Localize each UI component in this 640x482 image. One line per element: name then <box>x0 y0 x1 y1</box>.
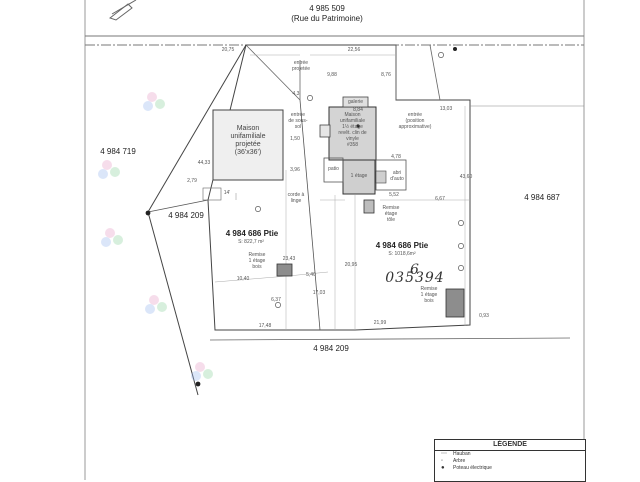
dim-label: 23,43 <box>282 256 296 262</box>
gallery-footprint <box>342 96 369 108</box>
dim-label: 17,03 <box>312 290 326 296</box>
dim-label: 17,48 <box>258 323 272 329</box>
legend-item: ◦Arbre <box>441 458 466 464</box>
shed-wood-right-footprint <box>445 288 465 318</box>
dim-label: 10,40 <box>236 276 250 282</box>
dim-label: 3,96 <box>290 167 300 173</box>
tree-icon: ◦ <box>441 458 444 464</box>
dim-label: 13,03 <box>439 106 453 112</box>
legend-item: ⋯Hauban <box>441 451 471 457</box>
lot-south-number: 4 984 209 <box>313 344 349 353</box>
dim-label: 0,93 <box>479 313 489 319</box>
existing-house-footprint <box>328 106 377 161</box>
dim-label: 44,33 <box>197 160 211 166</box>
one-storey-label: 1 étage <box>350 173 368 179</box>
dim-label: 43,60 <box>459 174 473 180</box>
clothesline-label: corde à linge <box>287 192 305 204</box>
lot-sw-number: 4 984 209 <box>168 211 204 220</box>
dim-label: 8,84 <box>353 107 363 113</box>
dim-label: 9,88 <box>327 72 337 78</box>
tree-icon <box>255 52 464 308</box>
dim-label: 20,95 <box>344 262 358 268</box>
patio-label: patio <box>328 166 339 172</box>
dim-label: 4,3 <box>292 91 300 97</box>
lot-west-number: 4 984 719 <box>100 147 136 156</box>
legend-item: ●Poteau électrique <box>441 465 492 471</box>
guy-wire-icon: ⋯ <box>441 451 447 457</box>
shed-sheet-footprint <box>363 199 375 214</box>
dim-label: 5,40 <box>306 272 316 278</box>
shed-wood-left-label: Remise 1 étage bois <box>248 252 266 270</box>
dim-label: 14' <box>223 190 231 196</box>
watermark-flower-icon <box>98 92 213 381</box>
shed-sheet-label: Remise étage tôle <box>382 205 400 223</box>
basement-entrance-label: entrée de sous- sol <box>288 112 308 130</box>
dim-label: 5,52 <box>389 192 399 198</box>
lot-right-area: S: 1018,6m² <box>388 251 416 257</box>
lot-left-name: 4 984 686 Ptie <box>225 229 279 238</box>
lot-right-name: 4 984 686 Ptie <box>375 241 429 250</box>
dim-label: 6,67 <box>435 196 445 202</box>
dim-label: 8,76 <box>381 72 391 78</box>
patio-footprint <box>323 157 344 183</box>
existing-house-label: Maison unifamiliale 1½ étage revêt. clin… <box>338 112 367 148</box>
entrance-approx-label: entrée (position approximative) <box>398 112 432 130</box>
gallery-label: galerie <box>347 99 363 105</box>
carport-label: abri d'auto <box>390 170 404 182</box>
shed-wood-right-label: Remise 1 étage bois <box>420 286 438 304</box>
electric-pole-icon <box>145 47 457 387</box>
legend: LÉGENDE ⋯Hauban ◦Arbre ●Poteau électriqu… <box>434 439 586 482</box>
projected-house-footprint <box>212 109 284 181</box>
lot-east-number: 4 984 687 <box>524 193 560 202</box>
projected-house-label: Maison unifamiliale projetée (36'x36') <box>230 125 266 156</box>
dim-label: 6,37 <box>271 297 281 303</box>
projected-entrance-label: entrée projetée <box>291 60 311 72</box>
dim-label: 21,99 <box>373 320 387 326</box>
dim-label: 2,79 <box>187 178 197 184</box>
shed-wood-left-footprint <box>276 263 293 277</box>
dim-label: 20,75 <box>221 47 235 53</box>
dim-label: 1,50 <box>290 136 300 142</box>
street-name: (Rue du Patrimoine) <box>291 14 363 23</box>
north-arrow-icon <box>108 0 137 21</box>
street-lot-number: 4 985 509 <box>309 4 345 13</box>
handwritten-note: 6 035394 <box>385 262 445 286</box>
legend-title: LÉGENDE <box>435 440 585 451</box>
dim-label: 22,56 <box>347 47 361 53</box>
lot-left-area: S: 822,7 m² <box>238 239 264 245</box>
electric-pole-icon: ● <box>441 465 445 471</box>
dim-label: 4,78 <box>391 154 401 160</box>
